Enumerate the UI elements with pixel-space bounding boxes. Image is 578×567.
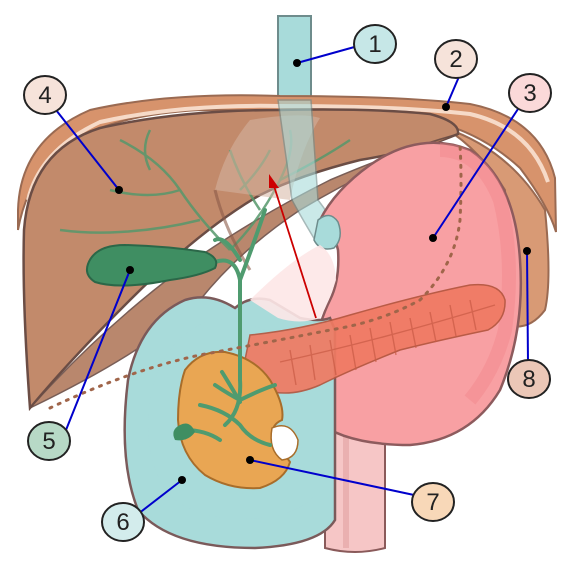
dotted-outline (48, 143, 463, 410)
callout-1: 1 (353, 24, 397, 64)
peritoneal-space (250, 245, 336, 322)
pointer-dot-8 (523, 247, 531, 255)
callout-7-circle (411, 482, 455, 522)
callout-4: 4 (23, 75, 67, 115)
leader-line-4 (55, 109, 120, 191)
pointer-dot-3 (429, 234, 437, 242)
leader-line-1 (296, 45, 359, 64)
callout-3: 3 (508, 73, 552, 113)
callout-6-label: 6 (116, 509, 129, 536)
callout-2: 2 (434, 39, 478, 79)
pointer-dot-7 (246, 456, 254, 464)
pointer-dot-1 (293, 59, 301, 67)
stomach (304, 141, 523, 447)
duodenum-window (270, 425, 299, 461)
callout-5: 5 (27, 421, 71, 461)
callout-1-label: 1 (368, 31, 381, 58)
callout-2-circle (434, 39, 478, 79)
callout-4-circle (23, 75, 67, 115)
leader-points (115, 59, 531, 484)
callout-6: 6 (101, 502, 145, 542)
callout-7: 7 (411, 482, 455, 522)
callout-6-circle (101, 502, 145, 542)
callout-7-label: 7 (426, 489, 439, 516)
leader-line-8 (526, 250, 529, 363)
leader-lines (55, 45, 529, 515)
callout-3-circle (508, 73, 552, 113)
pointer-dot-2 (442, 103, 450, 111)
callout-2-label: 2 (449, 46, 462, 73)
leader-line-5 (65, 269, 131, 431)
callout-1-circle (353, 24, 397, 64)
callout-8: 8 (507, 359, 551, 399)
callout-5-label: 5 (42, 428, 55, 455)
pancreas (244, 283, 506, 394)
bile-ducts (183, 208, 277, 447)
leader-line-3 (432, 105, 521, 239)
callout-4-label: 4 (38, 82, 51, 109)
callout-3-label: 3 (523, 80, 536, 107)
callouts: 1 2 3 4 5 6 7 8 (23, 24, 552, 542)
pointer-dot-4 (115, 186, 123, 194)
callout-5-circle (27, 421, 71, 461)
arrow (269, 174, 317, 319)
leader-line-6 (137, 479, 183, 515)
callout-8-circle (507, 359, 551, 399)
callout-8-label: 8 (522, 366, 535, 393)
gallbladder (85, 243, 218, 441)
pointer-dot-5 (126, 266, 134, 274)
pointer-dot-6 (178, 476, 186, 484)
leader-line-7 (249, 459, 415, 496)
